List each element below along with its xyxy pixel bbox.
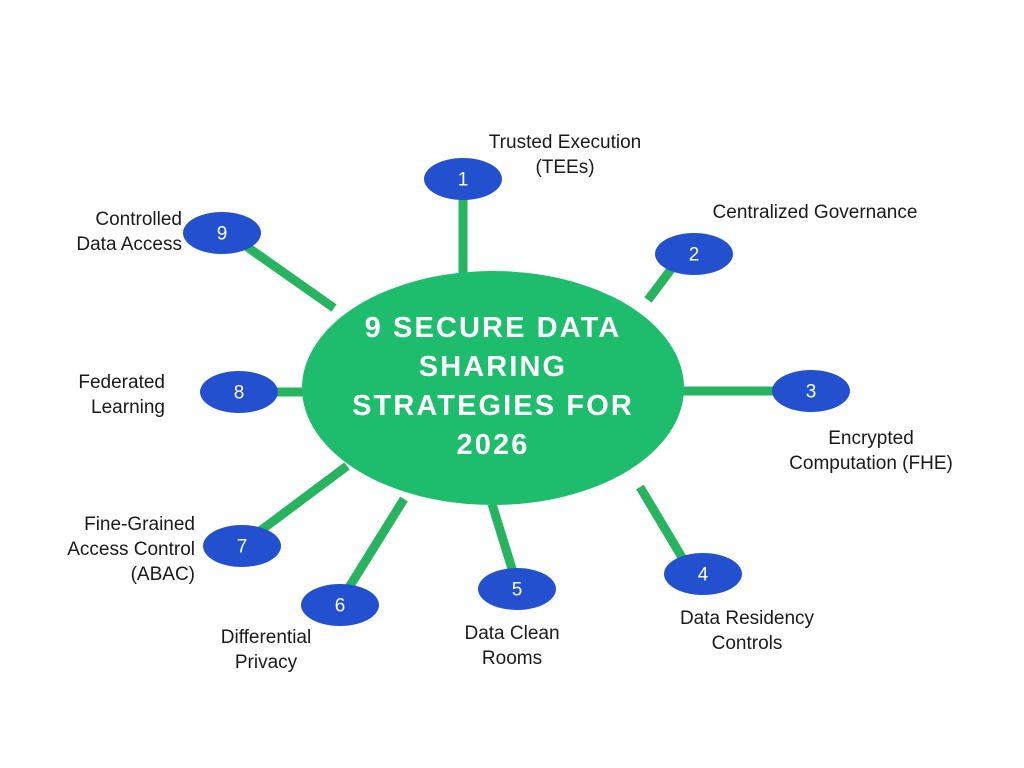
node-number-6: 6 xyxy=(335,596,346,617)
node-label-line: Encrypted xyxy=(828,428,914,449)
node-number-2: 2 xyxy=(689,245,700,266)
node-number-4: 4 xyxy=(698,565,709,586)
connector-hub-to-node-6 xyxy=(344,496,408,592)
node-label-line: Privacy xyxy=(234,652,298,673)
hub-title-line: 9 SECURE DATA xyxy=(365,312,622,344)
node-5[interactable]: 5 xyxy=(478,568,556,610)
node-ellipse-5[interactable] xyxy=(478,568,556,610)
node-number-8: 8 xyxy=(234,383,245,404)
node-ellipse-7[interactable] xyxy=(203,525,281,567)
node-label-line: Computation (FHE) xyxy=(789,453,953,474)
node-4[interactable]: 4 xyxy=(664,553,742,595)
connector-hub-to-node-5 xyxy=(487,502,518,574)
node-label-line: Controlled xyxy=(95,209,182,230)
node-ellipse-6[interactable] xyxy=(301,584,379,626)
hub-ellipse xyxy=(302,271,684,505)
node-3[interactable]: 3 xyxy=(772,370,850,412)
node-7[interactable]: 7 xyxy=(203,525,281,567)
node-label-line: Centralized Governance xyxy=(712,202,918,223)
connector-hub-to-node-7 xyxy=(253,462,350,538)
node-label-line: Rooms xyxy=(481,648,543,669)
connectors-layer xyxy=(240,195,779,592)
node-label-line: Data Access xyxy=(76,234,182,255)
node-label-line: Controls xyxy=(711,633,783,654)
node-ellipse-2[interactable] xyxy=(655,233,733,275)
node-label-1: Trusted Execution (TEEs) xyxy=(420,130,710,180)
node-label-2: Centralized Governance xyxy=(670,200,960,225)
node-number-1: 1 xyxy=(458,170,469,191)
hub-title-line: STRATEGIES FOR xyxy=(352,390,634,422)
hub-title-line: 2026 xyxy=(457,429,530,461)
node-label-line: Federated xyxy=(78,372,165,393)
node-1[interactable]: 1 xyxy=(424,158,502,200)
node-ellipse-9[interactable] xyxy=(183,212,261,254)
node-label-line: Fine-Grained xyxy=(84,514,195,535)
node-ellipse-1[interactable] xyxy=(424,158,502,200)
node-label-line: Data Clean xyxy=(464,623,560,644)
hub-layer: 9 SECURE DATA SHARING STRATEGIES FOR 2026 xyxy=(302,271,684,505)
node-ellipse-4[interactable] xyxy=(664,553,742,595)
node-label-line: Access Control xyxy=(67,539,195,560)
node-label-line: Trusted Execution xyxy=(488,132,642,153)
node-number-3: 3 xyxy=(806,382,817,403)
node-number-9: 9 xyxy=(217,224,228,245)
connector-hub-to-node-2 xyxy=(644,265,676,303)
connector-hub-to-node-4 xyxy=(636,484,687,562)
node-label-line: (TEEs) xyxy=(535,157,595,178)
node-label-line: Learning xyxy=(91,397,165,418)
nodes-layer: 1 2 3 4 5 6 7 8 9 xyxy=(183,158,850,626)
node-6[interactable]: 6 xyxy=(301,584,379,626)
node-label-line: Data Residency xyxy=(679,608,815,629)
node-2[interactable]: 2 xyxy=(655,233,733,275)
node-label-line: (ABAC) xyxy=(130,564,195,585)
node-ellipse-8[interactable] xyxy=(200,371,278,413)
node-ellipse-3[interactable] xyxy=(772,370,850,412)
node-label-line: Differential xyxy=(220,627,312,648)
connector-hub-to-node-9 xyxy=(240,240,337,312)
node-8[interactable]: 8 xyxy=(200,371,278,413)
hub-title-line: SHARING xyxy=(419,351,567,383)
node-9[interactable]: 9 xyxy=(183,212,261,254)
node-number-5: 5 xyxy=(512,580,523,601)
node-number-7: 7 xyxy=(237,537,248,558)
